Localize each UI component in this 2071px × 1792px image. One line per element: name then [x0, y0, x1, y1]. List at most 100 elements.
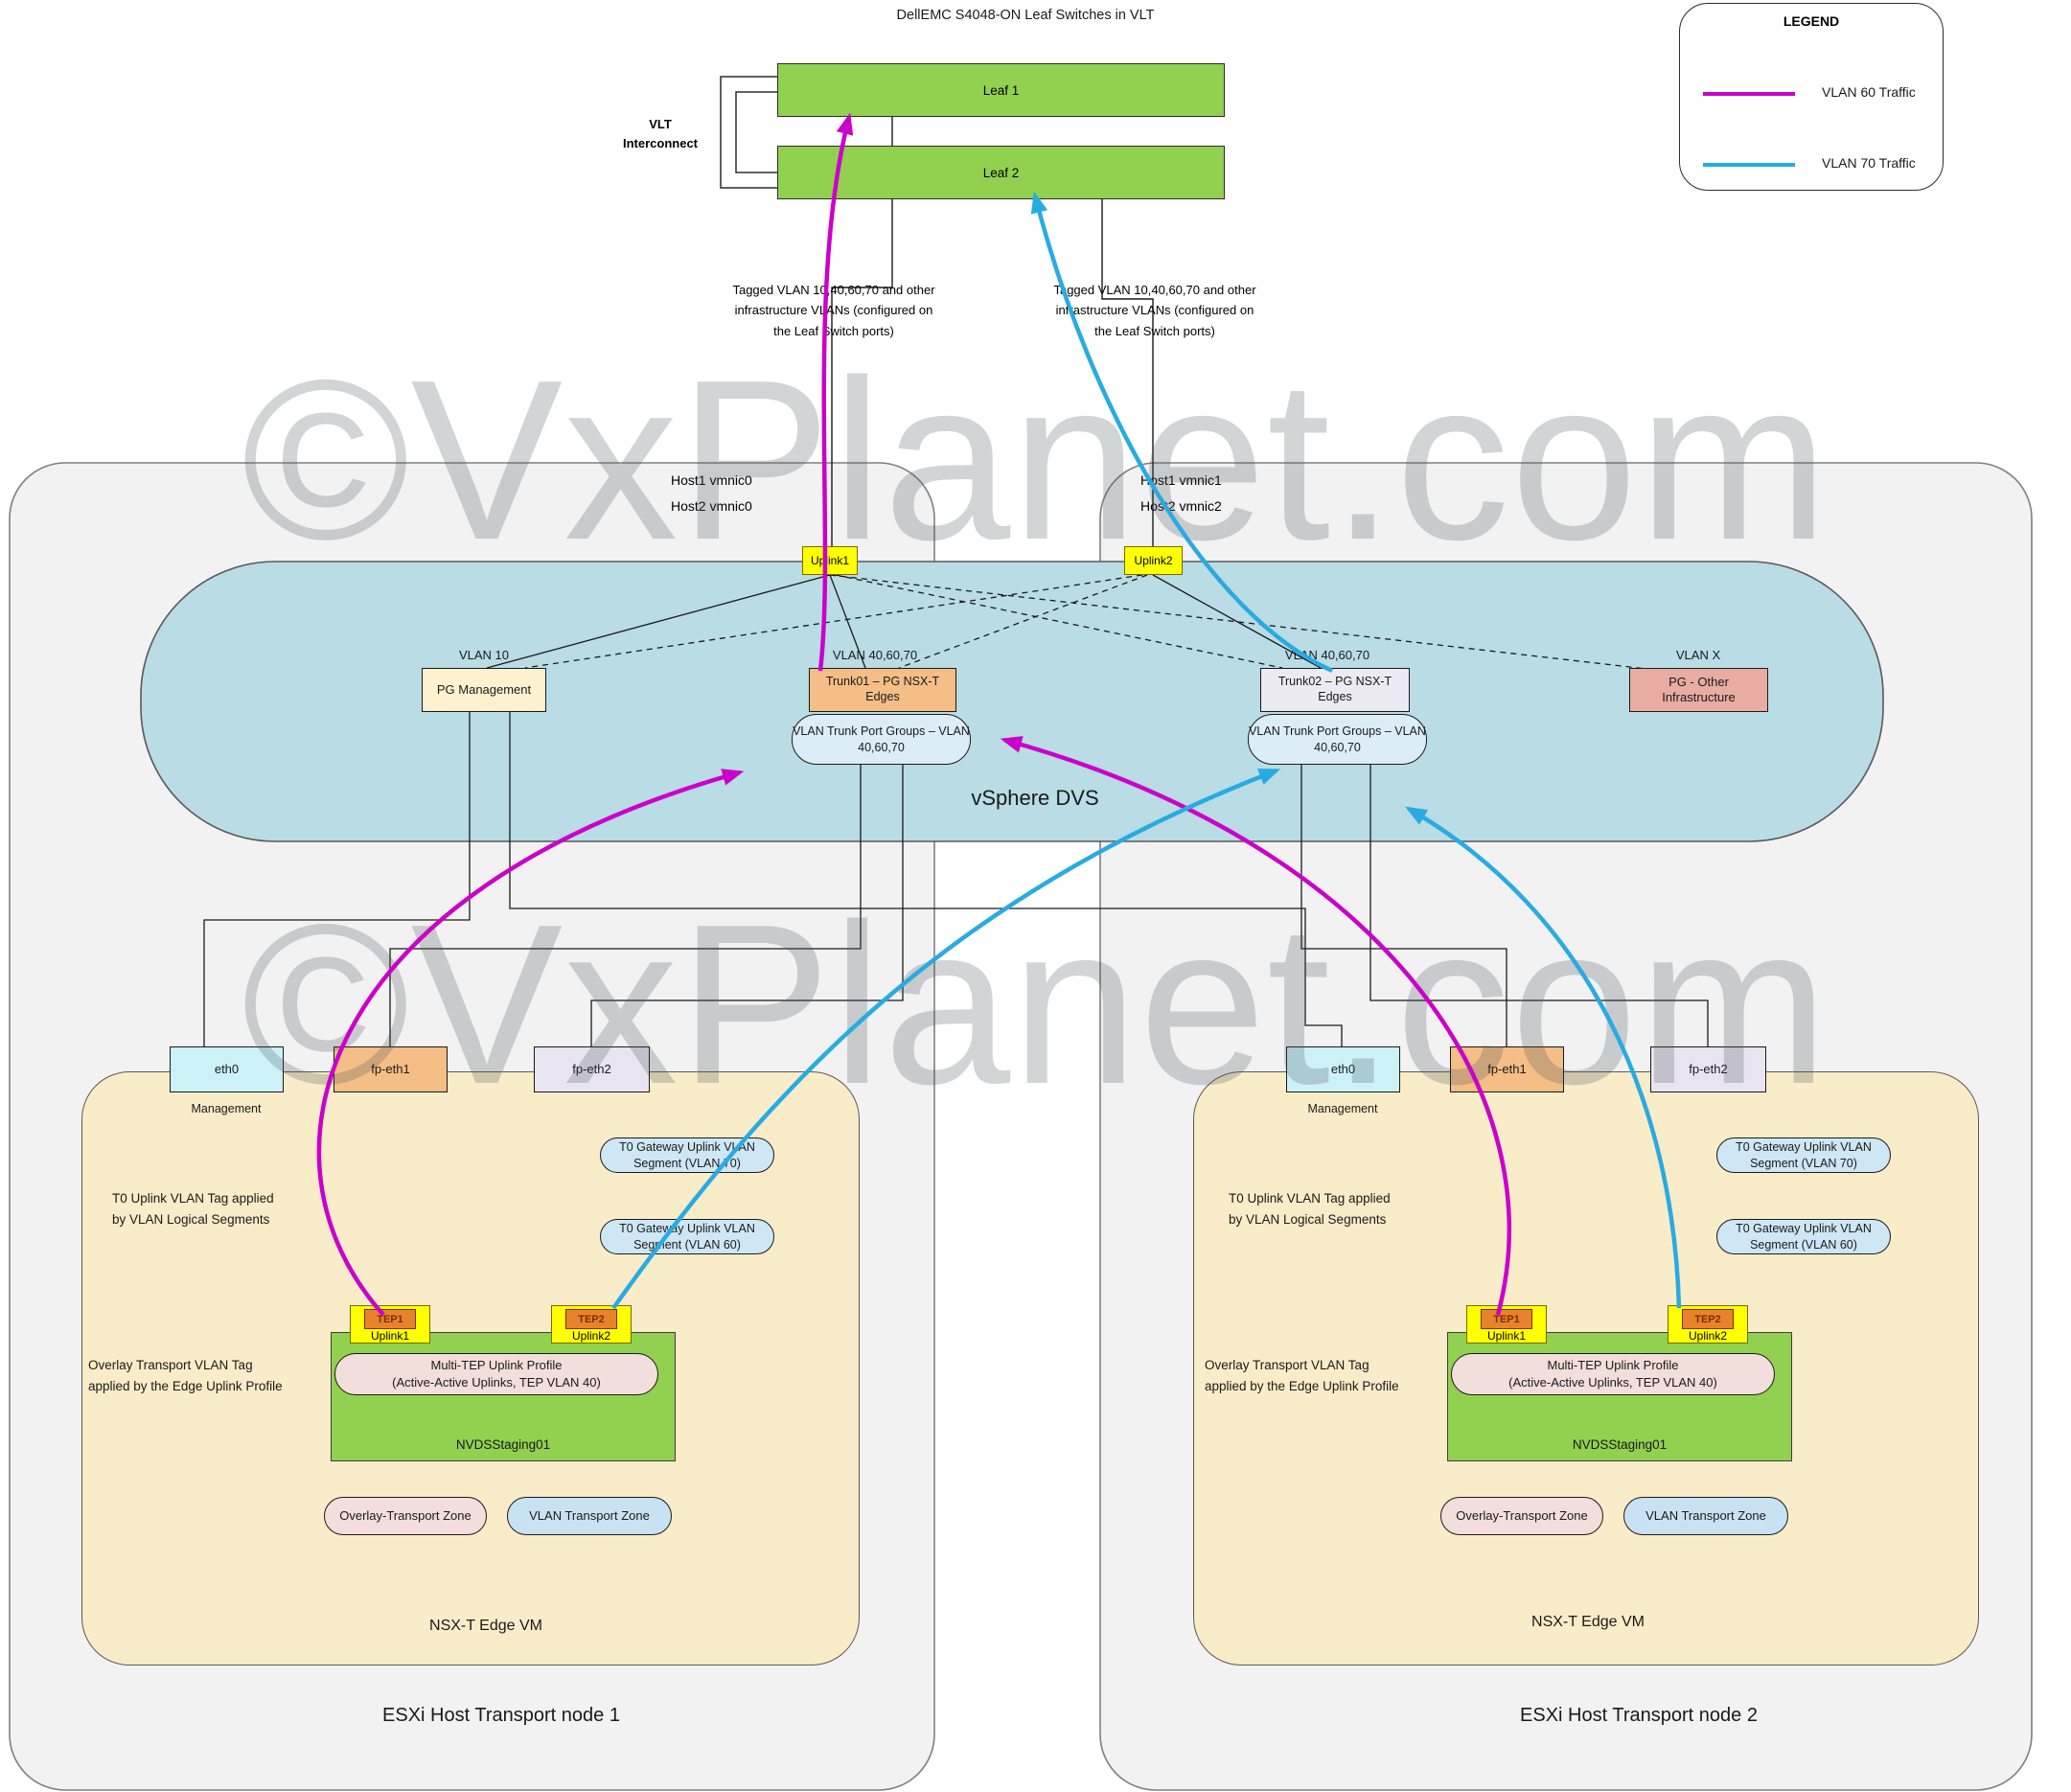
node2-multitep-line1: Multi-TEP Uplink Profile: [1547, 1358, 1679, 1373]
tagged-note-r1: Tagged VLAN 10,40,60,70 and other: [1053, 283, 1256, 297]
node1-t0-segment-vlan60-oval: T0 Gateway Uplink VLAN Segment (VLAN 60): [600, 1219, 774, 1254]
node1-management-label: Management: [191, 1102, 262, 1115]
node1-eth0-label: eth0: [214, 1061, 240, 1076]
node1-host-label: ESXi Host Transport node 1: [382, 1705, 620, 1726]
node1-multitep-line1: Multi-TEP Uplink Profile: [430, 1358, 563, 1373]
tagged-note-l2: infrastructure VLANs (configured on: [734, 303, 933, 318]
host1-vmnic1-label: Host1 vmnic1: [1140, 472, 1222, 488]
node2-t0seg70-line2: Segment (VLAN 70): [1750, 1156, 1857, 1170]
host-vmnic-labels-right: Host1 vmnic1 Host2 vmnic2: [1140, 468, 1275, 518]
node1-tep2-box: TEP2: [565, 1309, 617, 1329]
node2-vlan-tz-oval: VLAN Transport Zone: [1623, 1497, 1788, 1535]
node2-vlantz-label: VLAN Transport Zone: [1645, 1508, 1766, 1524]
vlan70-line-swatch: [1703, 163, 1795, 167]
node1-overlay-note: Overlay Transport VLAN Tag applied by th…: [88, 1355, 283, 1396]
vlt-bracket-outer: [720, 76, 777, 189]
node1-t0note-line1: T0 Uplink VLAN Tag applied: [112, 1191, 274, 1206]
vsphere-dvs-label: vSphere DVS: [971, 786, 1099, 810]
uplink1-pgmgmt-wire: [486, 574, 831, 669]
leaf2-label: Leaf 2: [982, 165, 1020, 180]
node2-uplink2-label: Uplink2: [1688, 1329, 1728, 1343]
node1-edge-vm-label: NSX-T Edge VM: [429, 1618, 542, 1634]
node2-fpeth2-label: fp-eth2: [1689, 1061, 1728, 1076]
trunk-pg-left-line1: VLAN Trunk Port Groups – VLAN: [793, 724, 970, 738]
node2-fpeth1-box: fp-eth1: [1450, 1046, 1564, 1092]
node1-fpeth2-box: fp-eth2: [534, 1046, 650, 1092]
node2-uplink1-label: Uplink1: [1486, 1329, 1527, 1343]
leaf2-switch: Leaf 2: [777, 146, 1225, 199]
legend-vlan70-label: VLAN 70 Traffic: [1822, 155, 1916, 171]
node1-t0seg70-line1: T0 Gateway Uplink VLAN: [619, 1139, 755, 1154]
node1-uplink1-box: TEP1 Uplink1: [350, 1305, 430, 1344]
legend-vlan60-label: VLAN 60 Traffic: [1822, 84, 1916, 100]
node2-t0note-line1: T0 Uplink VLAN Tag applied: [1229, 1191, 1391, 1206]
tagged-note-r2: infrastructure VLANs (configured on: [1055, 303, 1254, 318]
vlan10-label: VLAN 10: [458, 648, 510, 662]
node1-t0seg60-line1: T0 Gateway Uplink VLAN: [619, 1221, 755, 1235]
node1-vlantz-label: VLAN Transport Zone: [529, 1508, 650, 1524]
node1-tep1-box: TEP1: [364, 1309, 416, 1329]
vlan406070-left-label: VLAN 40,60,70: [832, 648, 918, 662]
pg-other-infrastructure-box: PG - Other Infrastructure: [1629, 668, 1768, 712]
node2-tep1-label: TEP1: [1493, 1313, 1520, 1325]
node1-uplink2-label: Uplink2: [571, 1329, 611, 1343]
dvs-uplink2-label: Uplink2: [1134, 554, 1173, 567]
node1-fpeth1-box: fp-eth1: [334, 1046, 448, 1092]
vlt-bracket-inner: [735, 91, 777, 173]
tagged-note-r3: the Leaf Switch ports): [1094, 323, 1215, 338]
dvs-uplink2: Uplink2: [1124, 546, 1183, 575]
node1-nvds-label: NVDSStaging01: [455, 1437, 551, 1452]
node1-overlaytz-label: Overlay-Transport Zone: [339, 1508, 472, 1524]
node2-t0-segment-vlan60-oval: T0 Gateway Uplink VLAN Segment (VLAN 60): [1716, 1219, 1891, 1254]
trunk01-pg-box: Trunk01 – PG NSX-T Edges: [809, 668, 956, 712]
host-vmnic-labels-left: Host1 vmnic0 Host2 vmnic0: [671, 468, 805, 518]
node1-uplink2-box: TEP2 Uplink2: [551, 1305, 632, 1344]
pg-other-line2: Infrastructure: [1662, 690, 1736, 704]
vlan-trunk-pg-oval-right: VLAN Trunk Port Groups – VLAN 40,60,70: [1248, 714, 1427, 765]
vlan60-line-swatch: [1703, 92, 1795, 96]
node2-fpeth2-box: fp-eth2: [1650, 1046, 1766, 1092]
diagram-title: DellEMC S4048-ON Leaf Switches in VLT: [896, 8, 1155, 23]
dvs-uplink1: Uplink1: [802, 546, 858, 575]
node2-t0seg60-line1: T0 Gateway Uplink VLAN: [1736, 1221, 1872, 1235]
vlt-line2: Interconnect: [622, 136, 698, 151]
vlanx-label: VLAN X: [1675, 648, 1721, 662]
host2-vmnic0-label: Host2 vmnic0: [671, 497, 752, 514]
node2-nvds-label: NVDSStaging01: [1572, 1437, 1668, 1452]
node2-tep2-label: TEP2: [1694, 1313, 1721, 1325]
pg-management-box: PG Management: [422, 668, 546, 712]
vlt-line1: VLT: [649, 117, 672, 131]
node1-overlaynote-line1: Overlay Transport VLAN Tag: [88, 1358, 253, 1372]
vlan-trunk-pg-oval-left: VLAN Trunk Port Groups – VLAN 40,60,70: [792, 714, 971, 765]
node2-overlay-note: Overlay Transport VLAN Tag applied by th…: [1205, 1355, 1399, 1396]
node1-fpeth2-label: fp-eth2: [572, 1061, 611, 1076]
node2-overlaynote-line2: applied by the Edge Uplink Profile: [1205, 1378, 1399, 1393]
tagged-vlan-note-right: Tagged VLAN 10,40,60,70 and other infras…: [1049, 280, 1260, 341]
trunk-pg-left-line2: 40,60,70: [858, 740, 905, 754]
pg-other-line1: PG - Other: [1668, 674, 1729, 689]
trunk-pg-right-line2: 40,60,70: [1314, 740, 1361, 754]
node2-management-label: Management: [1307, 1102, 1378, 1115]
node2-t0note-line2: by VLAN Logical Segments: [1229, 1211, 1387, 1227]
node2-uplink1-box: TEP1 Uplink1: [1466, 1305, 1547, 1344]
trunk-pg-right-line1: VLAN Trunk Port Groups – VLAN: [1249, 724, 1426, 738]
node1-eth0-box: eth0: [170, 1046, 284, 1092]
tagged-note-l3: the Leaf Switch ports): [773, 323, 894, 338]
dvs-uplink1-label: Uplink1: [810, 554, 850, 567]
node1-overlay-tz-oval: Overlay-Transport Zone: [324, 1497, 487, 1535]
trunk02-pg-box: Trunk02 – PG NSX-T Edges: [1260, 668, 1410, 712]
legend-box: LEGEND VLAN 60 Traffic VLAN 70 Traffic: [1679, 3, 1944, 191]
node2-multitep-profile-oval: Multi-TEP Uplink Profile (Active-Active …: [1451, 1353, 1775, 1395]
node2-edge-vm-label: NSX-T Edge VM: [1531, 1614, 1645, 1630]
trunk01-label: Trunk01 – PG NSX-T Edges: [825, 675, 940, 703]
node2-tep2-box: TEP2: [1682, 1309, 1734, 1329]
node2-eth0-label: eth0: [1330, 1061, 1356, 1076]
node1-tep1-label: TEP1: [377, 1313, 403, 1325]
node2-overlaynote-line1: Overlay Transport VLAN Tag: [1205, 1358, 1369, 1372]
node2-t0-uplink-note: T0 Uplink VLAN Tag applied by VLAN Logic…: [1229, 1188, 1391, 1229]
node2-overlaytz-label: Overlay-Transport Zone: [1456, 1508, 1588, 1524]
node2-fpeth1-label: fp-eth1: [1487, 1061, 1527, 1076]
node1-multitep-line2: (Active-Active Uplinks, TEP VLAN 40): [392, 1375, 601, 1390]
legend-title: LEGEND: [1783, 13, 1840, 29]
node2-t0-segment-vlan70-oval: T0 Gateway Uplink VLAN Segment (VLAN 70): [1716, 1137, 1891, 1173]
